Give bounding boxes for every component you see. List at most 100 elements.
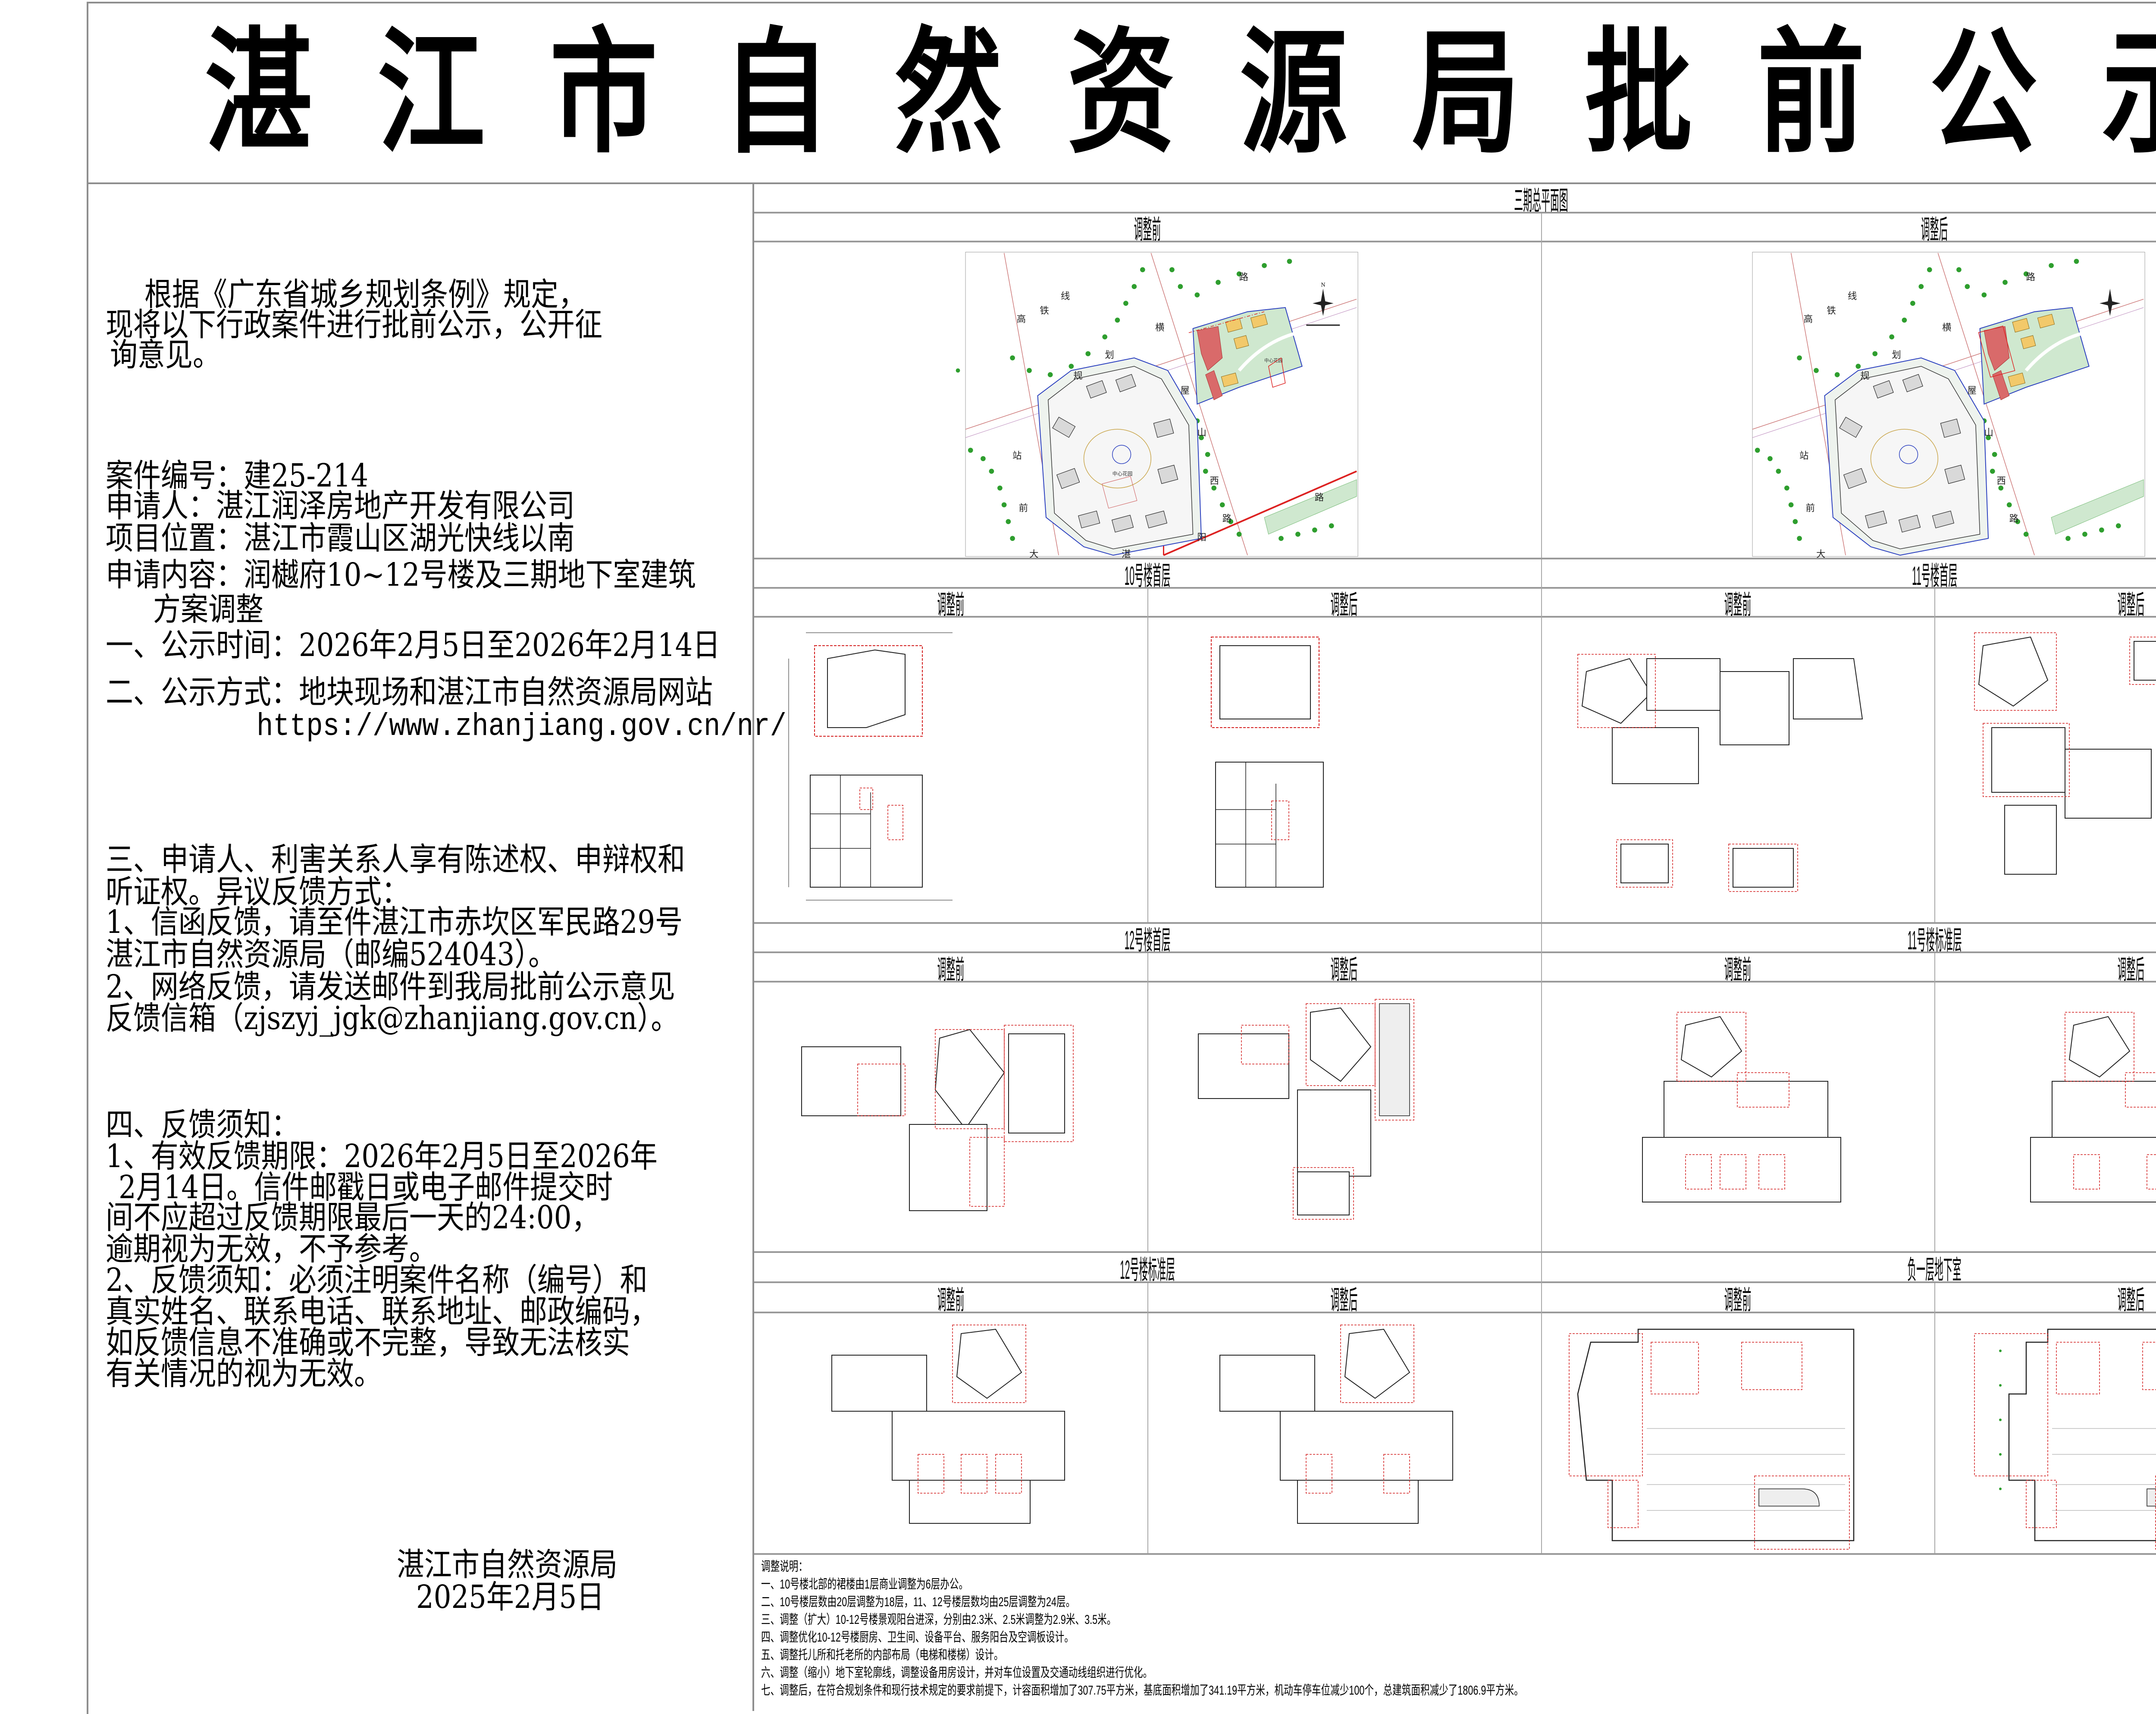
- svg-text:路: 路: [2009, 513, 2018, 524]
- svg-text:划: 划: [1892, 350, 1901, 360]
- notice2-line-1: 2、反馈须知：必须注明案件名称（编号）和: [106, 1262, 648, 1299]
- svg-text:中心花园: 中心花园: [1112, 471, 1133, 477]
- section-header-10-ground: 10号楼首层: [754, 559, 1541, 591]
- notice-method: 二、公示方式：地块现场和湛江市自然资源局网站: [106, 674, 713, 711]
- note-item: 五、调整托儿所和托老所的内部布局（电梯和楼梯）设计。: [761, 1648, 1003, 1662]
- svg-text:阳: 阳: [1197, 532, 1206, 543]
- site-plan-after: 高铁线 规划横路 站前大 屋山西路: [1722, 245, 2156, 559]
- divider: [754, 558, 2156, 559]
- plan-11-ground-before: [1552, 620, 1927, 922]
- svg-text:站: 站: [1799, 450, 1808, 461]
- note-item: 四、调整优化10-12号楼厨房、卫生间、设备平台、服务阳台及空调板设计。: [761, 1630, 1074, 1645]
- floor-plan-drawing: [801, 1025, 1074, 1211]
- page-title: 湛江市自然资源局批前公示: [205, 13, 2156, 172]
- svg-text:中心花园: 中心花园: [1264, 358, 1283, 364]
- feedback-notice-title: 四、反馈须知：: [106, 1107, 299, 1144]
- plan-basement-after: [1940, 1316, 2156, 1551]
- svg-text:屋: 屋: [1967, 386, 1976, 396]
- before-label: 调整前: [754, 589, 1147, 620]
- svg-text:路: 路: [1315, 493, 1324, 503]
- intro-line-3: 询意见。: [110, 337, 220, 374]
- before-label: 调整前: [754, 1283, 1147, 1315]
- after-label: 调整后: [1934, 953, 2156, 985]
- note-item: 六、调整（缩小）地下室轮廓线，调整设备用房设计，并对车位设置及交通动线组织进行优…: [761, 1666, 1153, 1680]
- divider: [1541, 1253, 1542, 1555]
- before-label: 调整前: [1541, 1283, 1934, 1315]
- plan-basement-before: [1552, 1316, 1931, 1551]
- intro-line-2: 现将以下行政案件进行批前公示，公开征: [106, 307, 602, 344]
- svg-text:路: 路: [2026, 272, 2035, 283]
- divider: [1541, 924, 1542, 1253]
- floor-plan-drawing: [831, 1325, 1065, 1524]
- svg-text:高: 高: [1804, 314, 1813, 324]
- svg-text:规: 规: [1860, 370, 1869, 381]
- svg-text:山: 山: [1197, 427, 1206, 438]
- rights-line-2: 听证权。异议反馈方式：: [106, 874, 409, 911]
- after-label: 调整后: [1934, 1283, 2156, 1315]
- svg-text:横: 横: [1155, 323, 1164, 333]
- section-header-basement: 负一层地下室: [1541, 1253, 2156, 1285]
- floor-plan-drawing: [1219, 1325, 1453, 1524]
- svg-text:横: 横: [1942, 323, 1951, 333]
- case-number: 案件编号：建25-214: [106, 458, 369, 495]
- notice1-line-4: 逾期视为无效，不予参考。: [106, 1231, 437, 1268]
- site-plan-before: 中心花园 中心花园 高铁线 规划横路 站前大 屋山西路 湛阳路: [935, 245, 1375, 559]
- notice-frame: [87, 2, 2156, 1714]
- svg-text:路: 路: [1222, 513, 1232, 524]
- notice2-line-4: 有关情况的视为无效。: [106, 1356, 382, 1393]
- plan-11-standard-after: [1944, 986, 2156, 1249]
- note-item: 二、10号楼层数由20层调整为18层，11、12号楼层数均由25层调整为24层。: [761, 1595, 1075, 1609]
- svg-text:划: 划: [1105, 350, 1114, 360]
- after-label: 调整后: [1147, 953, 1541, 985]
- plan-10-ground-before: [780, 620, 1125, 922]
- svg-text:湛: 湛: [1122, 549, 1131, 559]
- website-link[interactable]: https://www.zhanjiang.gov.cn/nr/: [257, 709, 787, 745]
- divider: [1934, 589, 1935, 924]
- after-label: 调整后: [1147, 1283, 1541, 1315]
- svg-text:西: 西: [1210, 476, 1219, 486]
- svg-text:大: 大: [1816, 549, 1825, 559]
- section-header-12-ground: 12号楼首层: [754, 924, 1541, 955]
- notice-period: 一、公示时间：2026年2月5日至2026年2月14日: [106, 627, 721, 664]
- divider: [1541, 559, 1542, 924]
- notice1-line-1: 1、有效反馈期限：2026年2月5日至2026年: [106, 1138, 658, 1175]
- divider: [754, 1251, 2156, 1253]
- floor-plan-drawing: [1569, 1328, 1855, 1550]
- divider: [1147, 953, 1148, 1253]
- svg-text:前: 前: [1019, 503, 1028, 513]
- letter-feedback-1: 1、信函反馈，请至件湛江市赤坎区军民路29号: [106, 904, 683, 941]
- svg-text:站: 站: [1012, 450, 1022, 461]
- notice-text-panel: 根据《广东省城乡规划条例》规定， 现将以下行政案件进行批前公示，公开征 询意见。…: [88, 184, 787, 1711]
- divider: [1541, 213, 1542, 559]
- applicant: 申请人：湛江润泽房地产开发有限公司: [106, 488, 575, 525]
- svg-text:线: 线: [1848, 291, 1857, 301]
- svg-text:路: 路: [1239, 272, 1248, 283]
- rights-line-1: 三、申请人、利害关系人享有陈述权、申辩权和: [106, 841, 685, 879]
- svg-text:铁: 铁: [1827, 306, 1836, 316]
- divider: [1147, 1283, 1148, 1555]
- svg-text:铁: 铁: [1040, 306, 1049, 316]
- floor-plan-drawing: [788, 632, 953, 901]
- adjustment-notes: 调整说明： 一、10号楼北部的裙楼由1层商业调整为6层办公。 二、10号楼层数由…: [761, 1558, 1820, 1699]
- email-feedback-2[interactable]: 反馈信箱（zjszyj_jgk@zhanjiang.gov.cn）。: [106, 1000, 679, 1037]
- svg-text:规: 规: [1073, 370, 1082, 381]
- svg-text:前: 前: [1806, 503, 1815, 513]
- plan-12-standard-before: [780, 1316, 1134, 1551]
- plan-10-ground-after: [1168, 620, 1522, 922]
- svg-text:线: 线: [1061, 291, 1070, 301]
- section-header-11-standard: 11号楼标准层: [1541, 924, 2156, 955]
- plan-11-standard-before: [1556, 986, 1927, 1249]
- application-content-cont: 方案调整: [153, 591, 263, 628]
- floor-plan-drawing: [2030, 1012, 2156, 1202]
- floor-plan-drawing: [1974, 632, 2156, 875]
- site-plan-after-label: 调整后: [1541, 213, 2156, 245]
- letter-feedback-2: 湛江市自然资源局（邮编524043）。: [106, 936, 556, 973]
- section-header-12-standard: 12号楼标准层: [754, 1253, 1541, 1285]
- before-label: 调整前: [1541, 589, 1934, 620]
- after-label: 调整后: [1934, 589, 2156, 620]
- before-label: 调整前: [754, 953, 1147, 985]
- site-plan-header: 三期总平面图: [754, 184, 2156, 216]
- project-location: 项目位置：湛江市霞山区湖光快线以南: [106, 520, 575, 557]
- before-label: 调整前: [1541, 953, 1934, 985]
